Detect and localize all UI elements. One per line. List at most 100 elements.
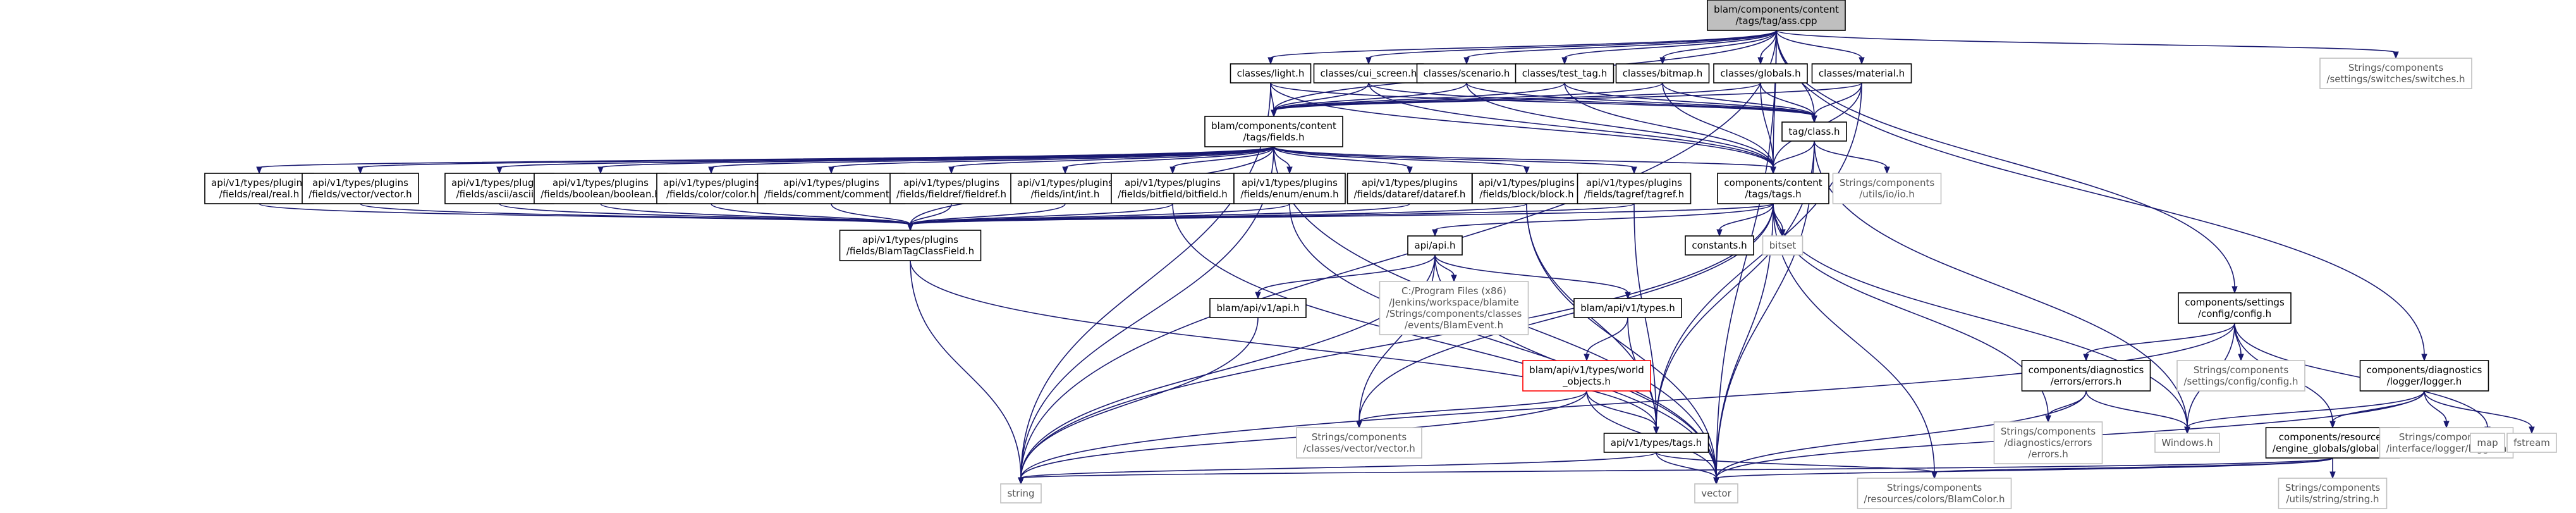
- node-apitags: api/v1/types/tags.h: [1603, 433, 1709, 453]
- node-tags: components/content/tags/tags.h: [1717, 173, 1829, 204]
- node-box: [889, 173, 1013, 204]
- edge-fields-to-color: [708, 146, 1274, 175]
- edge-arrowhead: [828, 166, 834, 175]
- node-label: /Strings/components/classes: [1386, 308, 1522, 319]
- edge-line: [1466, 30, 1777, 59]
- node-blamcolor: Strings/components/resources/colors/Blam…: [1857, 478, 2012, 509]
- edge-line: [711, 146, 1274, 168]
- edge-line: [1270, 30, 1777, 59]
- edge-arrowhead: [357, 166, 363, 175]
- node-int: api/v1/types/plugins/fields/int/int.h: [1010, 173, 1120, 204]
- node-box: [302, 173, 419, 204]
- node-io: Strings/components/utils/io/io.h: [1832, 173, 1942, 204]
- node-apih: api/api.h: [1407, 235, 1463, 256]
- edge-arrowhead: [1859, 57, 1865, 65]
- edge-fields-to-int: [1062, 146, 1274, 175]
- edge-line: [910, 203, 1527, 225]
- node-label: api/v1/types/plugins: [862, 234, 958, 245]
- edge-line: [1273, 146, 1774, 168]
- node-label: /fields/enum/enum.h: [1240, 189, 1338, 200]
- edge-arrowhead: [1271, 109, 1277, 118]
- dependency-nodes: blam/components/content/tags/tag/ass.cpp…: [204, 0, 2557, 509]
- node-label: blam/api/v1/types.h: [1580, 302, 1675, 314]
- edge-arrowhead: [1653, 426, 1659, 435]
- edge-arrowhead: [496, 166, 503, 175]
- node-label: C:/Program Files (x86): [1401, 285, 1506, 297]
- edge-line: [1656, 82, 1862, 428]
- node-bitmap: classes/bitmap.h: [1615, 63, 1710, 83]
- edge-line: [2187, 390, 2425, 428]
- node-box: [757, 173, 906, 204]
- node-bitfield: api/v1/types/plugins/fields/bitfield/bit…: [1111, 173, 1235, 204]
- edge-line: [1564, 30, 1777, 59]
- node-label: api/v1/types/plugins: [451, 177, 547, 189]
- node-label: /fields/fieldref/fieldref.h: [896, 189, 1006, 200]
- node-windows: Windows.h: [2154, 433, 2220, 453]
- node-box: [1010, 173, 1120, 204]
- edge-arrowhead: [1169, 166, 1176, 175]
- node-label: components/settings: [2185, 297, 2285, 308]
- node-vector: api/v1/types/plugins/fields/vector/vecto…: [302, 173, 419, 204]
- edge-line: [910, 203, 952, 225]
- node-switches: Strings/components/settings/switches/swi…: [2319, 58, 2472, 89]
- edge-line: [499, 146, 1274, 168]
- edge-arrowhead: [2529, 426, 2535, 435]
- edge-arrowhead: [708, 166, 714, 175]
- edge-line: [1773, 203, 2188, 428]
- edge-arrowhead: [1716, 229, 1723, 237]
- node-string: string: [1000, 483, 1042, 504]
- node-label: /fields/color/color.h: [666, 189, 756, 200]
- node-box: [1857, 478, 2012, 509]
- edge-arrowhead: [1770, 166, 1776, 175]
- edge-line: [1020, 30, 1777, 479]
- edge-arrowhead: [1523, 166, 1530, 175]
- node-label: /utils/io/io.h: [1859, 189, 1914, 200]
- node-errors: components/diagnostics/errors/errors.h: [2021, 360, 2151, 392]
- edge-line: [1776, 30, 2396, 53]
- node-label: api/v1/types/plugins: [1362, 177, 1458, 189]
- node-dataref: api/v1/types/plugins/fields/dataref/data…: [1346, 173, 1473, 204]
- edge-line: [1586, 317, 1628, 355]
- node-label: Strings/components: [1312, 431, 1407, 443]
- edge-line: [1172, 203, 1717, 479]
- node-label: string: [1007, 488, 1034, 499]
- edge-line: [1270, 82, 1774, 168]
- edge-line: [1662, 82, 1815, 117]
- edge-line: [1273, 146, 1635, 168]
- edge-egglobals-to-stdvector: [1713, 457, 2333, 485]
- node-box: [1472, 173, 1582, 204]
- node-box: [1993, 421, 2103, 464]
- node-btcf: api/v1/types/plugins/fields/BlamTagClass…: [839, 230, 982, 261]
- edge-arrowhead: [2238, 354, 2244, 362]
- edge-arrowhead: [2184, 426, 2190, 435]
- node-label: Strings/components: [2194, 364, 2288, 376]
- edge-line: [1773, 203, 2049, 417]
- node-label: fstream: [2513, 437, 2550, 448]
- edge-arrowhead: [1757, 57, 1764, 65]
- node-strstring: Strings/components/utils/string/string.h: [2278, 478, 2388, 509]
- edge-arrowhead: [1463, 57, 1470, 65]
- edge-line: [1586, 390, 1657, 428]
- node-label: /fields/dataref/dataref.h: [1354, 189, 1466, 200]
- edge-line: [1776, 30, 2425, 355]
- edge-apih-to-blamevent: [1434, 254, 1457, 283]
- edge-line: [600, 203, 911, 225]
- edge-comment-to-btcf: [831, 203, 913, 232]
- node-box: [2319, 58, 2472, 89]
- edge-arrowhead: [1931, 471, 1938, 479]
- node-label: classes/material.h: [1819, 68, 1905, 79]
- node-stdvector: vector: [1694, 483, 1738, 504]
- edge-arrowhead: [1255, 292, 1261, 300]
- node-egglobals: components/resources/engine_globals/glob…: [2265, 427, 2400, 459]
- edge-line: [1773, 140, 1815, 168]
- edge-blamapi-to-string: [1018, 317, 1259, 485]
- node-label: Windows.h: [2161, 437, 2213, 448]
- node-label: Strings/components: [2001, 426, 2096, 437]
- node-box: [2021, 360, 2151, 392]
- edge-line: [1368, 82, 1815, 117]
- node-box: [1379, 281, 1529, 335]
- edge-int-to-btcf: [907, 203, 1066, 232]
- node-label: /resources/colors/BlamColor.h: [1864, 493, 2005, 505]
- node-fields: blam/components/content/tags/fields.h: [1204, 116, 1343, 147]
- edge-line: [1368, 30, 1777, 59]
